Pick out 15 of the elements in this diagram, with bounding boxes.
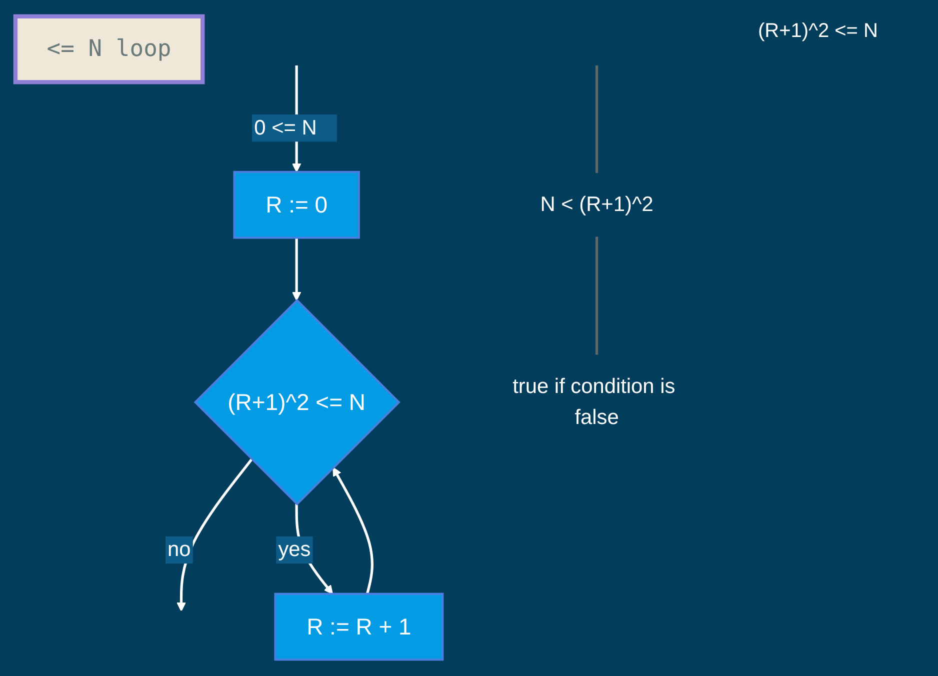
node-box: R := 0 [233, 170, 360, 239]
arrow [176, 458, 253, 612]
condition-label: (R+1)^2 <= N [758, 20, 879, 43]
arrow [292, 238, 302, 301]
node-box: R := R + 1 [274, 592, 444, 661]
arrow [332, 467, 374, 594]
node-text: true if condition is false [512, 375, 676, 430]
edge-label: yes [278, 538, 311, 562]
connector [596, 236, 598, 356]
edge-label: 0 <= N [254, 116, 317, 140]
node-box: <= N loop [13, 14, 205, 84]
edge-label: no [168, 538, 191, 562]
node-diamond: (R+1)^2 <= N [194, 298, 400, 506]
connector [596, 64, 598, 174]
node-text: N < (R+1)^2 [540, 193, 654, 216]
